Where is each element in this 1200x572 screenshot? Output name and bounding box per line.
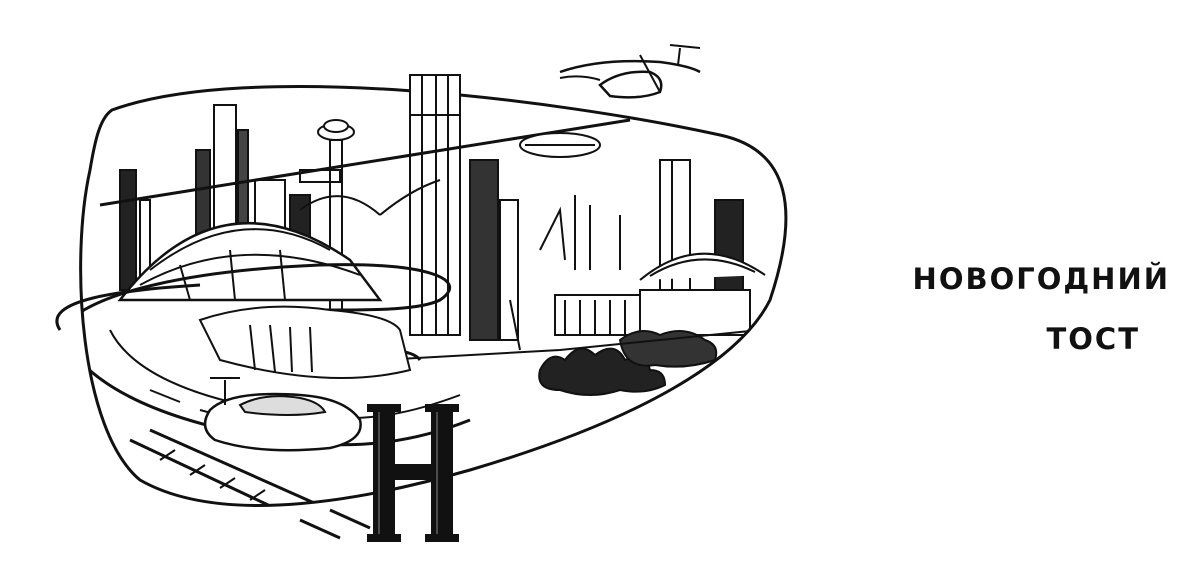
article-title-line-2: ТОСТ <box>1046 322 1140 356</box>
article-title-line-1: НОВОГОДНИЙ <box>912 262 1170 296</box>
drop-cap-letter-icon <box>367 404 459 542</box>
